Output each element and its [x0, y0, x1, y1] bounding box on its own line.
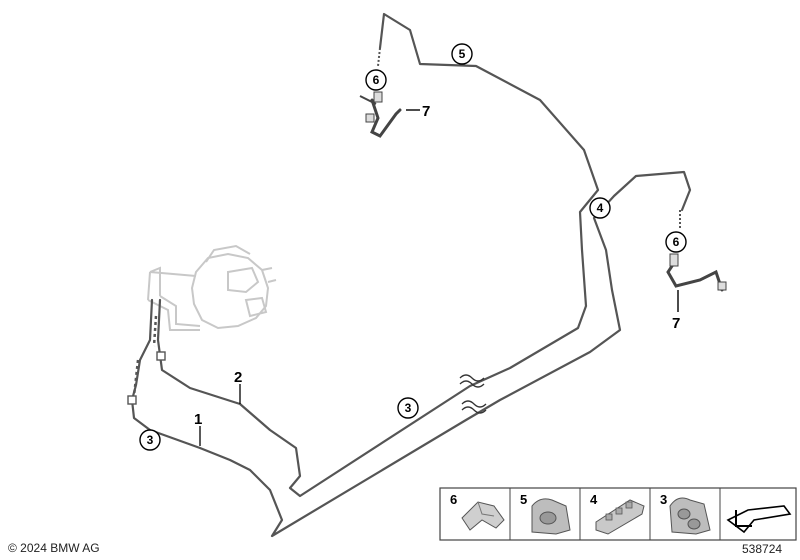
brake-hose-front [359, 91, 420, 138]
part-label-7-rear: 7 [672, 315, 680, 332]
callout-6-front-text: 6 [373, 73, 380, 87]
callout-4-text: 4 [597, 201, 604, 215]
brake-hose-rear [666, 253, 727, 312]
callout-3-middle: 3 [397, 397, 419, 419]
callout-5: 5 [451, 43, 473, 65]
part-label-1: 1 [194, 411, 202, 428]
legend-number-5: 5 [520, 492, 527, 507]
multi-pipe-clip-icon [595, 499, 645, 535]
fittings [127, 47, 681, 414]
arrow-symbol-icon [726, 505, 792, 534]
callout-6-rear: 6 [665, 231, 687, 253]
callout-3-middle-text: 3 [405, 401, 412, 415]
callout-3-left-text: 3 [147, 433, 154, 447]
callout-5-text: 5 [459, 47, 466, 61]
double-pipe-clip-icon [669, 497, 711, 535]
brake-line-2 [156, 12, 600, 498]
copyright-text: © 2024 BMW AG [8, 541, 100, 555]
clip-bracket-icon [461, 501, 505, 531]
part-label-2: 2 [234, 369, 242, 386]
parts-legend: 6 5 4 3 [439, 487, 797, 541]
legend-number-4: 4 [590, 492, 598, 507]
part-label-7-front: 7 [422, 103, 430, 120]
callout-6-front: 6 [365, 69, 387, 91]
callout-4: 4 [589, 197, 611, 219]
legend-number-6: 6 [450, 492, 457, 507]
single-pipe-clip-icon [531, 498, 571, 535]
callout-3-left: 3 [139, 429, 161, 451]
legend-number-3: 3 [660, 492, 667, 507]
hydraulic-unit-ghost [147, 244, 277, 331]
diagram-number: 538724 [742, 542, 782, 556]
leader-lines [199, 384, 241, 446]
brake-line-1 [130, 170, 692, 538]
callout-6-rear-text: 6 [673, 235, 680, 249]
